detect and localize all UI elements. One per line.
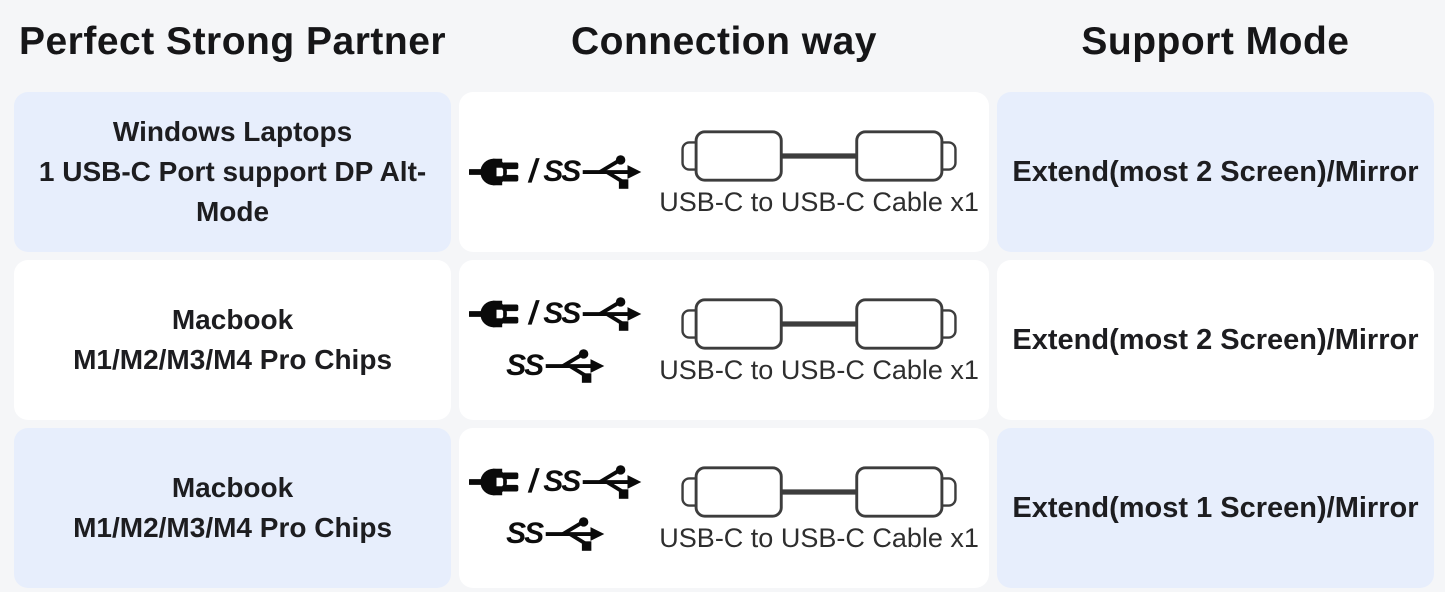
cable-block: USB-C to USB-C Cable x1 (659, 126, 979, 218)
power-or-usb-icon-line: / SS (469, 462, 643, 502)
power-plug-icon (469, 294, 524, 334)
partner-line: Windows Laptops (112, 116, 353, 147)
superspeed-ss-label: SS (543, 155, 581, 188)
usb-c-cable-icon (675, 294, 963, 354)
slash-separator: / (526, 462, 541, 499)
usb-icon-line: SS (506, 346, 606, 386)
partner-card-row1: Windows Laptops 1 USB-C Port support DP … (14, 92, 452, 252)
slash-separator: / (526, 294, 541, 331)
column-header-connection: Connection way (570, 20, 878, 63)
connection-card-row3: / SS SS USB-C to USB-C Cable x1 (459, 428, 989, 588)
usb-c-cable-icon (675, 126, 963, 186)
power-plug-icon (469, 152, 524, 192)
slash-separator: / (526, 152, 541, 189)
partner-card-row3: Macbook M1/M2/M3/M4 Pro Chips (14, 428, 452, 588)
cable-label: USB-C to USB-C Cable x1 (659, 355, 979, 385)
usb-icon-line: SS (506, 514, 606, 554)
partner-line: M1/M2/M3/M4 Pro Chips (73, 512, 393, 543)
power-plug-icon (469, 462, 524, 502)
usb-superspeed-trident-icon (581, 462, 643, 502)
usb-superspeed-trident-icon (544, 514, 606, 554)
mode-card-row1: Extend(most 2 Screen)/Mirror (996, 92, 1434, 252)
mode-card-row2: Extend(most 2 Screen)/Mirror (996, 260, 1434, 420)
mode-card-row3: Extend(most 1 Screen)/Mirror (996, 428, 1434, 588)
partner-line: Macbook (171, 304, 294, 335)
cable-label: USB-C to USB-C Cable x1 (659, 523, 979, 553)
partner-line: Macbook (171, 472, 294, 503)
usb-superspeed-trident-icon (544, 346, 606, 386)
superspeed-ss-label: SS (506, 517, 544, 550)
connection-icons: / SS SS (469, 294, 643, 386)
superspeed-ss-label: SS (543, 465, 581, 498)
connection-card-row2: / SS SS USB-C to USB-C Cable x1 (459, 260, 989, 420)
column-header-partner: Perfect Strong Partner (18, 20, 447, 63)
superspeed-ss-label: SS (543, 297, 581, 330)
usb-superspeed-trident-icon (581, 152, 643, 192)
power-or-usb-icon-line: / SS (469, 152, 643, 192)
usb-superspeed-trident-icon (581, 294, 643, 334)
cable-label: USB-C to USB-C Cable x1 (659, 187, 979, 217)
power-or-usb-icon-line: / SS (469, 294, 643, 334)
connection-icons: / SS (469, 152, 643, 192)
superspeed-ss-label: SS (506, 349, 544, 382)
column-header-mode: Support Mode (1081, 20, 1350, 63)
cable-block: USB-C to USB-C Cable x1 (659, 462, 979, 554)
partner-card-row2: Macbook M1/M2/M3/M4 Pro Chips (14, 260, 452, 420)
support-mode-text: Extend(most 2 Screen)/Mirror (1012, 323, 1419, 356)
partner-line: M1/M2/M3/M4 Pro Chips (73, 344, 393, 375)
support-mode-text: Extend(most 2 Screen)/Mirror (1012, 155, 1419, 188)
connection-card-row1: / SS USB-C to USB-C Cable x1 (459, 92, 989, 252)
cable-block: USB-C to USB-C Cable x1 (659, 294, 979, 386)
support-mode-text: Extend(most 1 Screen)/Mirror (1012, 491, 1419, 524)
connection-icons: / SS SS (469, 462, 643, 554)
partner-line: 1 USB-C Port support DP Alt-Mode (38, 156, 427, 227)
usb-c-cable-icon (675, 462, 963, 522)
